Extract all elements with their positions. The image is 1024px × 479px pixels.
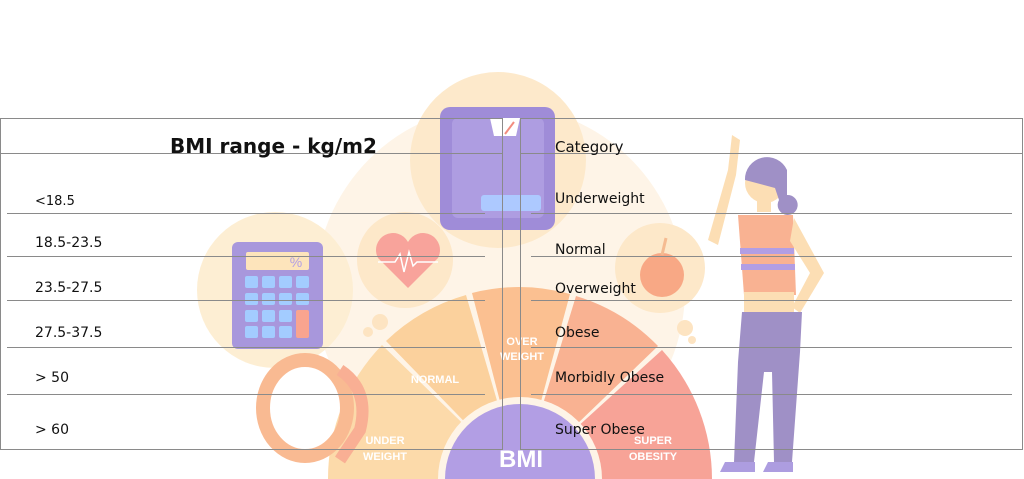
row-divider <box>7 300 485 301</box>
row-divider <box>531 347 1012 348</box>
bmi-range-cell: 18.5-23.5 <box>35 235 103 251</box>
bmi-range-cell: > 60 <box>35 422 69 438</box>
gauge-label: SUPER <box>634 435 672 447</box>
heart-icon <box>376 233 440 288</box>
gauge-label: OBESITY <box>629 451 678 463</box>
bmi-range-cell: 23.5-27.5 <box>35 280 103 296</box>
category-cell: Super Obese <box>555 422 645 438</box>
category-cell: Obese <box>555 325 600 341</box>
apple-icon <box>640 253 684 297</box>
row-divider <box>7 213 485 214</box>
row-divider <box>531 394 1012 395</box>
category-cell: Morbidly Obese <box>555 370 665 386</box>
category-cell: Underweight <box>555 191 645 207</box>
row-divider <box>531 256 1012 257</box>
row-divider <box>7 256 485 257</box>
row-divider <box>7 347 485 348</box>
bmi-range-cell: > 50 <box>35 370 69 386</box>
gauge-label: WEIGHT <box>500 351 544 363</box>
gauge-center-label: BMI <box>499 446 543 473</box>
gauge-label: OVER <box>506 336 537 348</box>
gauge-label: WEIGHT <box>363 451 407 463</box>
row-divider <box>7 394 485 395</box>
gauge-segment-overweight <box>472 287 570 479</box>
weighing-scale-icon <box>440 107 555 230</box>
category-column-header: Category <box>555 138 624 156</box>
calculator-icon: % <box>232 242 323 349</box>
measuring-tape-icon <box>256 353 369 464</box>
woman-figure <box>708 135 824 472</box>
row-divider <box>531 300 1012 301</box>
gauge-label: NORMAL <box>411 374 460 386</box>
gauge-label: UNDER <box>365 435 404 447</box>
category-cell: Overweight <box>555 281 636 297</box>
category-column-box <box>520 118 1023 450</box>
range-column-box <box>0 118 503 450</box>
range-column-header: BMI range - kg/m2 <box>170 134 377 158</box>
bmi-range-cell: 27.5-37.5 <box>35 325 103 341</box>
row-divider <box>531 213 1012 214</box>
bmi-range-cell: <18.5 <box>35 194 75 209</box>
calculator-display: % <box>290 254 302 270</box>
category-cell: Normal <box>555 242 606 258</box>
